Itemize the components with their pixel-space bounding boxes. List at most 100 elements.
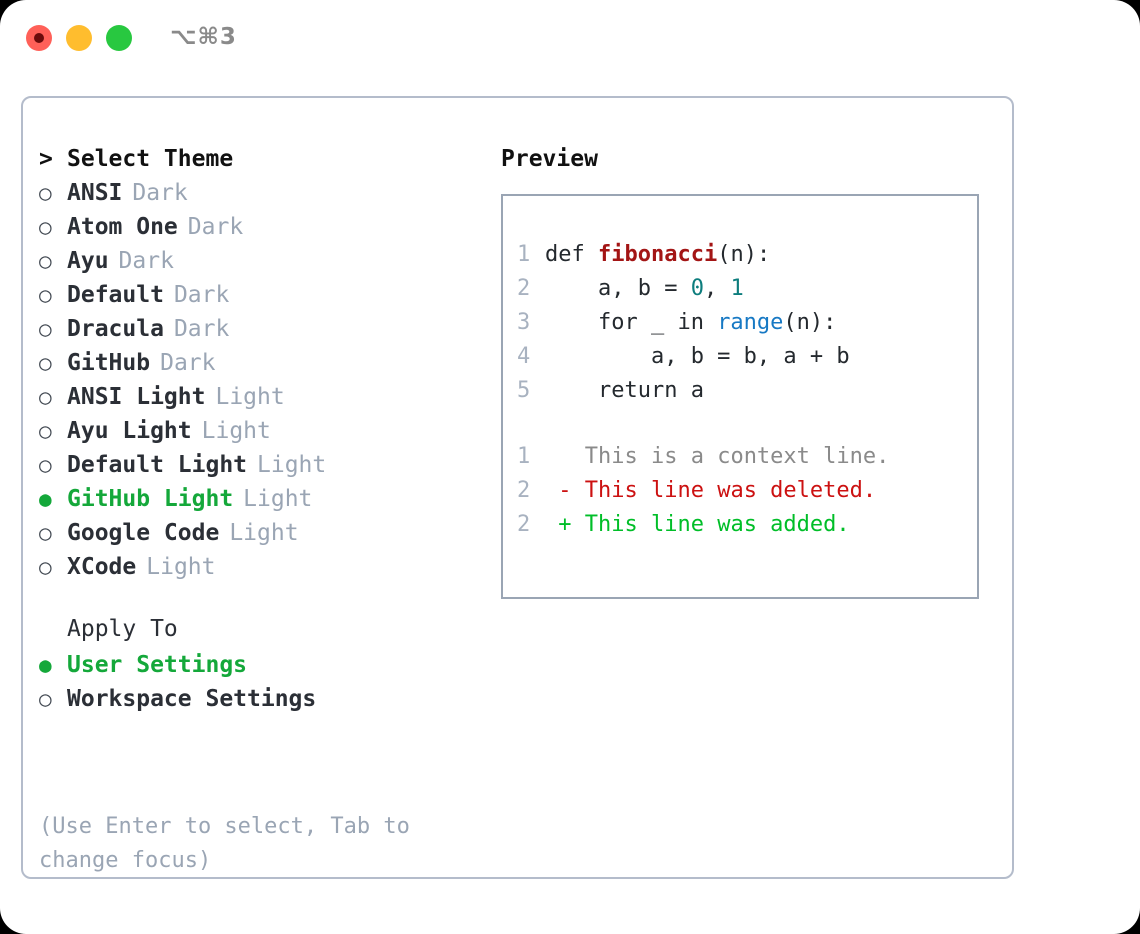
line-number: 3 (517, 310, 531, 335)
code-line-text: for _ in range(n): (545, 310, 836, 335)
theme-item-label: GitHub Light (67, 486, 234, 512)
radio-unselected-icon: ○ (39, 351, 52, 375)
prompt-caret-icon: > (39, 146, 53, 172)
line-number: 5 (517, 378, 531, 403)
theme-item-label: ANSI Light (67, 384, 206, 410)
diff-line-text: This line was deleted. (584, 478, 877, 503)
theme-item-variant: Dark (160, 350, 216, 376)
theme-item-variant: Dark (132, 180, 188, 206)
diff-marker: + (545, 512, 585, 537)
theme-item-variant: Light (201, 418, 271, 444)
theme-item-ayu-light[interactable]: ○ Ayu Light Light (39, 418, 489, 452)
theme-picker-header: > Select Theme (39, 146, 489, 180)
code-line: 4 a, b = b, a + b (517, 344, 977, 378)
theme-item-github-light[interactable]: ● GitHub Light Light (39, 486, 489, 520)
diff-line-text: This is a context line. (584, 444, 890, 469)
code-token: for _ in (545, 310, 718, 335)
theme-item-label: Google Code (67, 520, 220, 546)
theme-item-label: Ayu (67, 248, 109, 274)
radio-unselected-icon: ○ (39, 283, 52, 307)
code-diff-separator (517, 412, 977, 444)
code-token: , (703, 276, 731, 301)
code-token: def (545, 242, 598, 267)
code-token: return a (545, 378, 704, 403)
theme-item-variant: Dark (173, 316, 230, 342)
radio-unselected-icon: ○ (39, 181, 52, 205)
radio-selected-icon: ● (39, 653, 52, 677)
code-token: (n): (717, 242, 771, 267)
apply-to-item-label: Workspace Settings (67, 686, 317, 712)
maximize-dot[interactable] (106, 25, 132, 51)
code-token: 0 (690, 276, 704, 301)
apply-to-list: ●User Settings○ Workspace Settings (39, 652, 489, 720)
code-line-text: return a (545, 378, 704, 403)
radio-unselected-icon: ○ (39, 249, 52, 273)
apply-to-header: Apply To (39, 616, 489, 652)
diff-marker: - (545, 478, 585, 503)
diff-sample: 1 This is a context line.2 - This line w… (517, 444, 977, 546)
theme-item-variant: Dark (187, 214, 244, 240)
radio-unselected-icon: ○ (39, 385, 52, 409)
code-line-text: a, b = 0, 1 (545, 276, 744, 301)
theme-item-variant: Light (215, 384, 285, 410)
code-token: a, b = b, a + b (545, 344, 850, 369)
code-line: 1 def fibonacci(n): (517, 242, 977, 276)
diff-line: 2 + This line was added. (517, 512, 977, 546)
code-token: a, b = (545, 276, 691, 301)
code-token: (n): (783, 310, 837, 335)
code-token: fibonacci (597, 242, 718, 267)
diff-marker (545, 444, 585, 469)
diff-line: 1 This is a context line. (517, 444, 977, 478)
code-line: 3 for _ in range(n): (517, 310, 977, 344)
theme-item-xcode[interactable]: ○ XCode Light (39, 554, 489, 588)
radio-unselected-icon: ○ (39, 687, 52, 711)
theme-item-variant: Light (243, 486, 313, 512)
theme-item-label: Atom One (67, 214, 178, 240)
line-number: 1 (517, 242, 531, 267)
code-line: 5 return a (517, 378, 977, 412)
theme-item-variant: Light (146, 554, 216, 580)
code-token: range (717, 310, 784, 335)
theme-item-variant: Light (229, 520, 299, 546)
radio-unselected-icon: ○ (39, 215, 52, 239)
theme-item-label: XCode (67, 554, 137, 580)
theme-item-ansi-light[interactable]: ○ ANSI Light Light (39, 384, 489, 418)
radio-unselected-icon: ○ (39, 555, 52, 579)
keyboard-hint-text: (Use Enter to select, Tab to change focu… (39, 814, 424, 873)
record-indicator-icon (34, 33, 44, 43)
minimize-dot[interactable] (66, 25, 92, 51)
theme-item-label: Ayu Light (67, 418, 192, 444)
close-dot[interactable] (26, 25, 52, 51)
diff-line-text: This line was added. (584, 512, 850, 537)
keyboard-shortcut-label: ⌥⌘3 (170, 24, 237, 50)
theme-item-variant: Dark (173, 282, 230, 308)
line-number: 2 (517, 512, 531, 537)
theme-item-atom-one[interactable]: ○ Atom One Dark (39, 214, 489, 248)
apply-to-item-user-settings[interactable]: ●User Settings (39, 652, 489, 686)
theme-item-variant: Light (257, 452, 327, 478)
radio-unselected-icon: ○ (39, 317, 52, 341)
theme-item-label: Default Light (67, 452, 248, 478)
apply-to-gutter-spacer (39, 619, 67, 640)
radio-unselected-icon: ○ (39, 419, 52, 443)
line-number: 4 (517, 344, 531, 369)
radio-selected-icon: ● (39, 487, 52, 511)
apply-to-item-workspace-settings[interactable]: ○ Workspace Settings (39, 686, 489, 720)
apply-to-label: Apply To (67, 616, 178, 642)
line-number: 1 (517, 444, 531, 469)
code-token: 1 (730, 276, 744, 301)
line-number: 2 (517, 478, 531, 503)
